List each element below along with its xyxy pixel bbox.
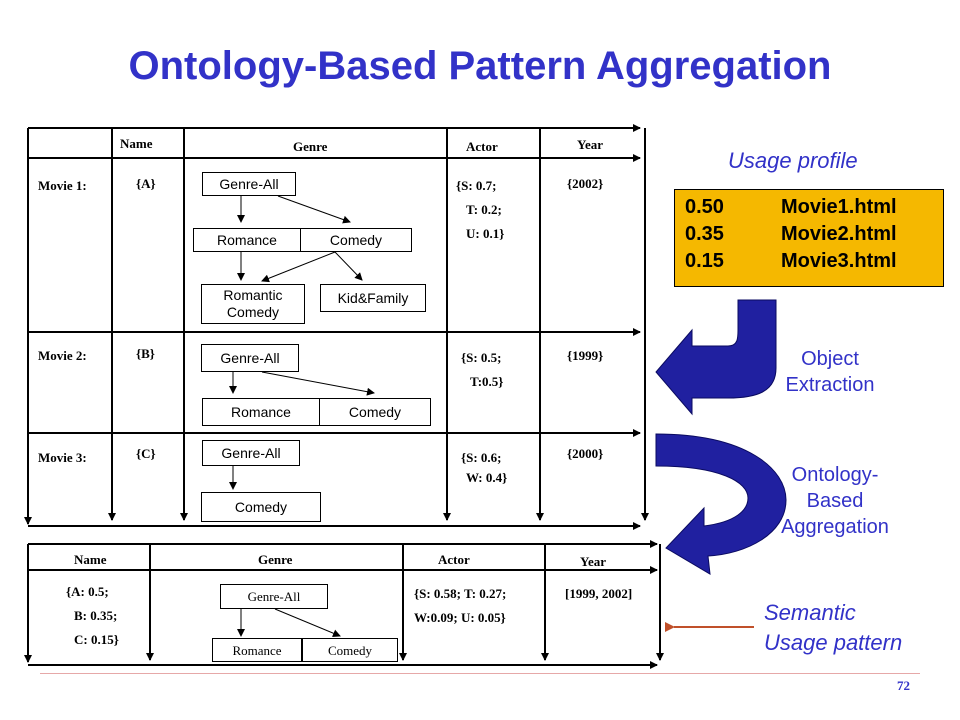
- movie1-genre-romantic-comedy: Romantic Comedy: [201, 284, 305, 324]
- table1-frame: [24, 124, 649, 530]
- object-extraction-line1: Object: [801, 348, 859, 370]
- usage-weight: 0.50: [685, 196, 724, 218]
- table1-header-name: Name: [120, 136, 153, 151]
- ontology-aggregation-arrow: [655, 433, 787, 575]
- table2-name-line1: {A: 0.5;: [66, 584, 109, 599]
- usage-page: Movie2.html: [781, 223, 897, 245]
- movie1-actor-line2: T: 0.2;: [466, 202, 502, 217]
- table1-header-actor: Actor: [466, 139, 498, 154]
- object-extraction-arrow: [655, 299, 777, 416]
- movie2-name: {B}: [136, 346, 155, 361]
- movie3-genre-comedy: Comedy: [201, 492, 321, 522]
- ontology-aggregation-label: Ontology- Based Aggregation: [760, 462, 910, 540]
- semantic-usage-pattern-label: Semantic Usage pattern: [764, 598, 902, 658]
- page-number: 72: [897, 678, 910, 693]
- movie2-genre-comedy: Comedy: [319, 398, 431, 426]
- movie3-label: Movie 3:: [38, 450, 87, 465]
- movie1-label: Movie 1:: [38, 178, 87, 193]
- movie3-genre-all: Genre-All: [202, 440, 300, 466]
- usage-weight: 0.15: [685, 250, 724, 272]
- movie3-name: {C}: [136, 446, 156, 461]
- movie1-genre-comedy: Comedy: [300, 228, 412, 252]
- movie1-year: {2002}: [567, 176, 604, 191]
- movie1-actor-line1: {S: 0.7;: [456, 178, 497, 193]
- table2-genre-all: Genre-All: [220, 584, 328, 609]
- table2-actor-line2: W:0.09; U: 0.05}: [414, 610, 506, 625]
- object-extraction-label: Object Extraction: [760, 346, 900, 398]
- usage-page: Movie3.html: [781, 250, 897, 272]
- semantic-pattern-line1: Semantic: [764, 600, 856, 625]
- footer-divider: [40, 673, 920, 674]
- usage-row: 0.50 Movie1.html: [675, 196, 943, 223]
- movie2-genre-all: Genre-All: [201, 344, 299, 372]
- usage-page: Movie1.html: [781, 196, 897, 218]
- movie1-genre-all: Genre-All: [202, 172, 296, 196]
- table2-header-year: Year: [580, 554, 606, 569]
- ontology-aggregation-line3: Aggregation: [781, 516, 889, 538]
- table2-year: [1999, 2002]: [565, 586, 633, 601]
- table1-header-genre: Genre: [293, 139, 328, 154]
- movie1-genre-romance: Romance: [193, 228, 301, 252]
- movie2-actor-line1: {S: 0.5;: [461, 350, 502, 365]
- slide-title: Ontology-Based Pattern Aggregation: [128, 44, 832, 88]
- usage-profile-box: 0.50 Movie1.html 0.35 Movie2.html 0.15 M…: [674, 189, 944, 287]
- object-extraction-line2: Extraction: [785, 374, 875, 396]
- table2-header-actor: Actor: [438, 552, 470, 567]
- table2-header-name: Name: [74, 552, 107, 567]
- usage-profile-heading: Usage profile: [728, 148, 858, 173]
- movie1-actor-line3: U: 0.1}: [466, 226, 505, 241]
- movie3-actor-line1: {S: 0.6;: [461, 450, 502, 465]
- movie2-actor-line2: T:0.5}: [470, 374, 504, 389]
- semantic-pattern-line2: Usage pattern: [764, 630, 903, 655]
- table2-header-genre: Genre: [258, 552, 293, 567]
- movie3-year: {2000}: [567, 446, 604, 461]
- table2-genre-comedy: Comedy: [302, 638, 398, 662]
- usage-weight: 0.35: [685, 223, 724, 245]
- movie3-actor-line2: W: 0.4}: [466, 470, 508, 485]
- movie2-genre-romance: Romance: [202, 398, 320, 426]
- table2-genre-romance: Romance: [212, 638, 302, 662]
- movie2-year: {1999}: [567, 348, 604, 363]
- movie1-name: {A}: [136, 176, 156, 191]
- ontology-aggregation-line1: Ontology-: [791, 464, 879, 486]
- table2-frame: [24, 540, 664, 669]
- table2-name-line2: B: 0.35;: [74, 608, 118, 623]
- usage-row: 0.35 Movie2.html: [675, 223, 943, 250]
- usage-row: 0.15 Movie3.html: [675, 250, 943, 277]
- movie2-label: Movie 2:: [38, 348, 87, 363]
- table2-actor-line1: {S: 0.58; T: 0.27;: [414, 586, 507, 601]
- movie1-genre-kid-family: Kid&Family: [320, 284, 426, 312]
- table2-name-line3: C: 0.15}: [74, 632, 119, 647]
- ontology-aggregation-line2: Based: [806, 490, 864, 512]
- table1-header-year: Year: [577, 137, 603, 152]
